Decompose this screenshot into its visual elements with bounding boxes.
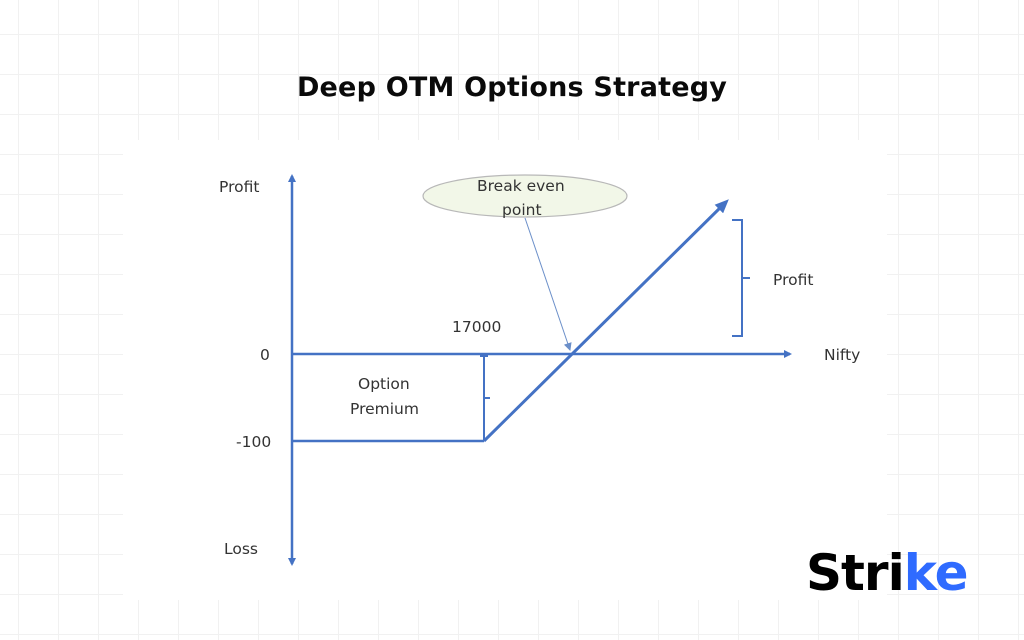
- y-axis-profit-label: Profit: [219, 178, 259, 196]
- strike-label: 17000: [452, 318, 501, 336]
- premium-label-line1: Option: [358, 375, 410, 393]
- tick-zero: 0: [260, 346, 270, 364]
- breakeven-pointer: [524, 217, 572, 351]
- page-title: Deep OTM Options Strategy: [296, 72, 728, 103]
- profit-bracket: [732, 219, 750, 337]
- logo-text-main: Stri: [806, 544, 905, 602]
- breakeven-label-line1: Break even: [477, 177, 565, 195]
- premium-label-line2: Premium: [350, 400, 419, 418]
- x-axis-nifty-label: Nifty: [824, 346, 860, 364]
- premium-bracket: [480, 355, 490, 441]
- breakeven-callout: [422, 174, 628, 218]
- logo-text-accent: ke: [903, 544, 969, 602]
- payoff-line: [482, 199, 729, 443]
- strike-logo: Strike: [806, 543, 969, 603]
- tick-minus-100: -100: [236, 433, 271, 451]
- profit-bracket-label: Profit: [773, 271, 813, 289]
- breakeven-label-line2: point: [502, 201, 542, 219]
- y-axis-loss-label: Loss: [224, 540, 258, 558]
